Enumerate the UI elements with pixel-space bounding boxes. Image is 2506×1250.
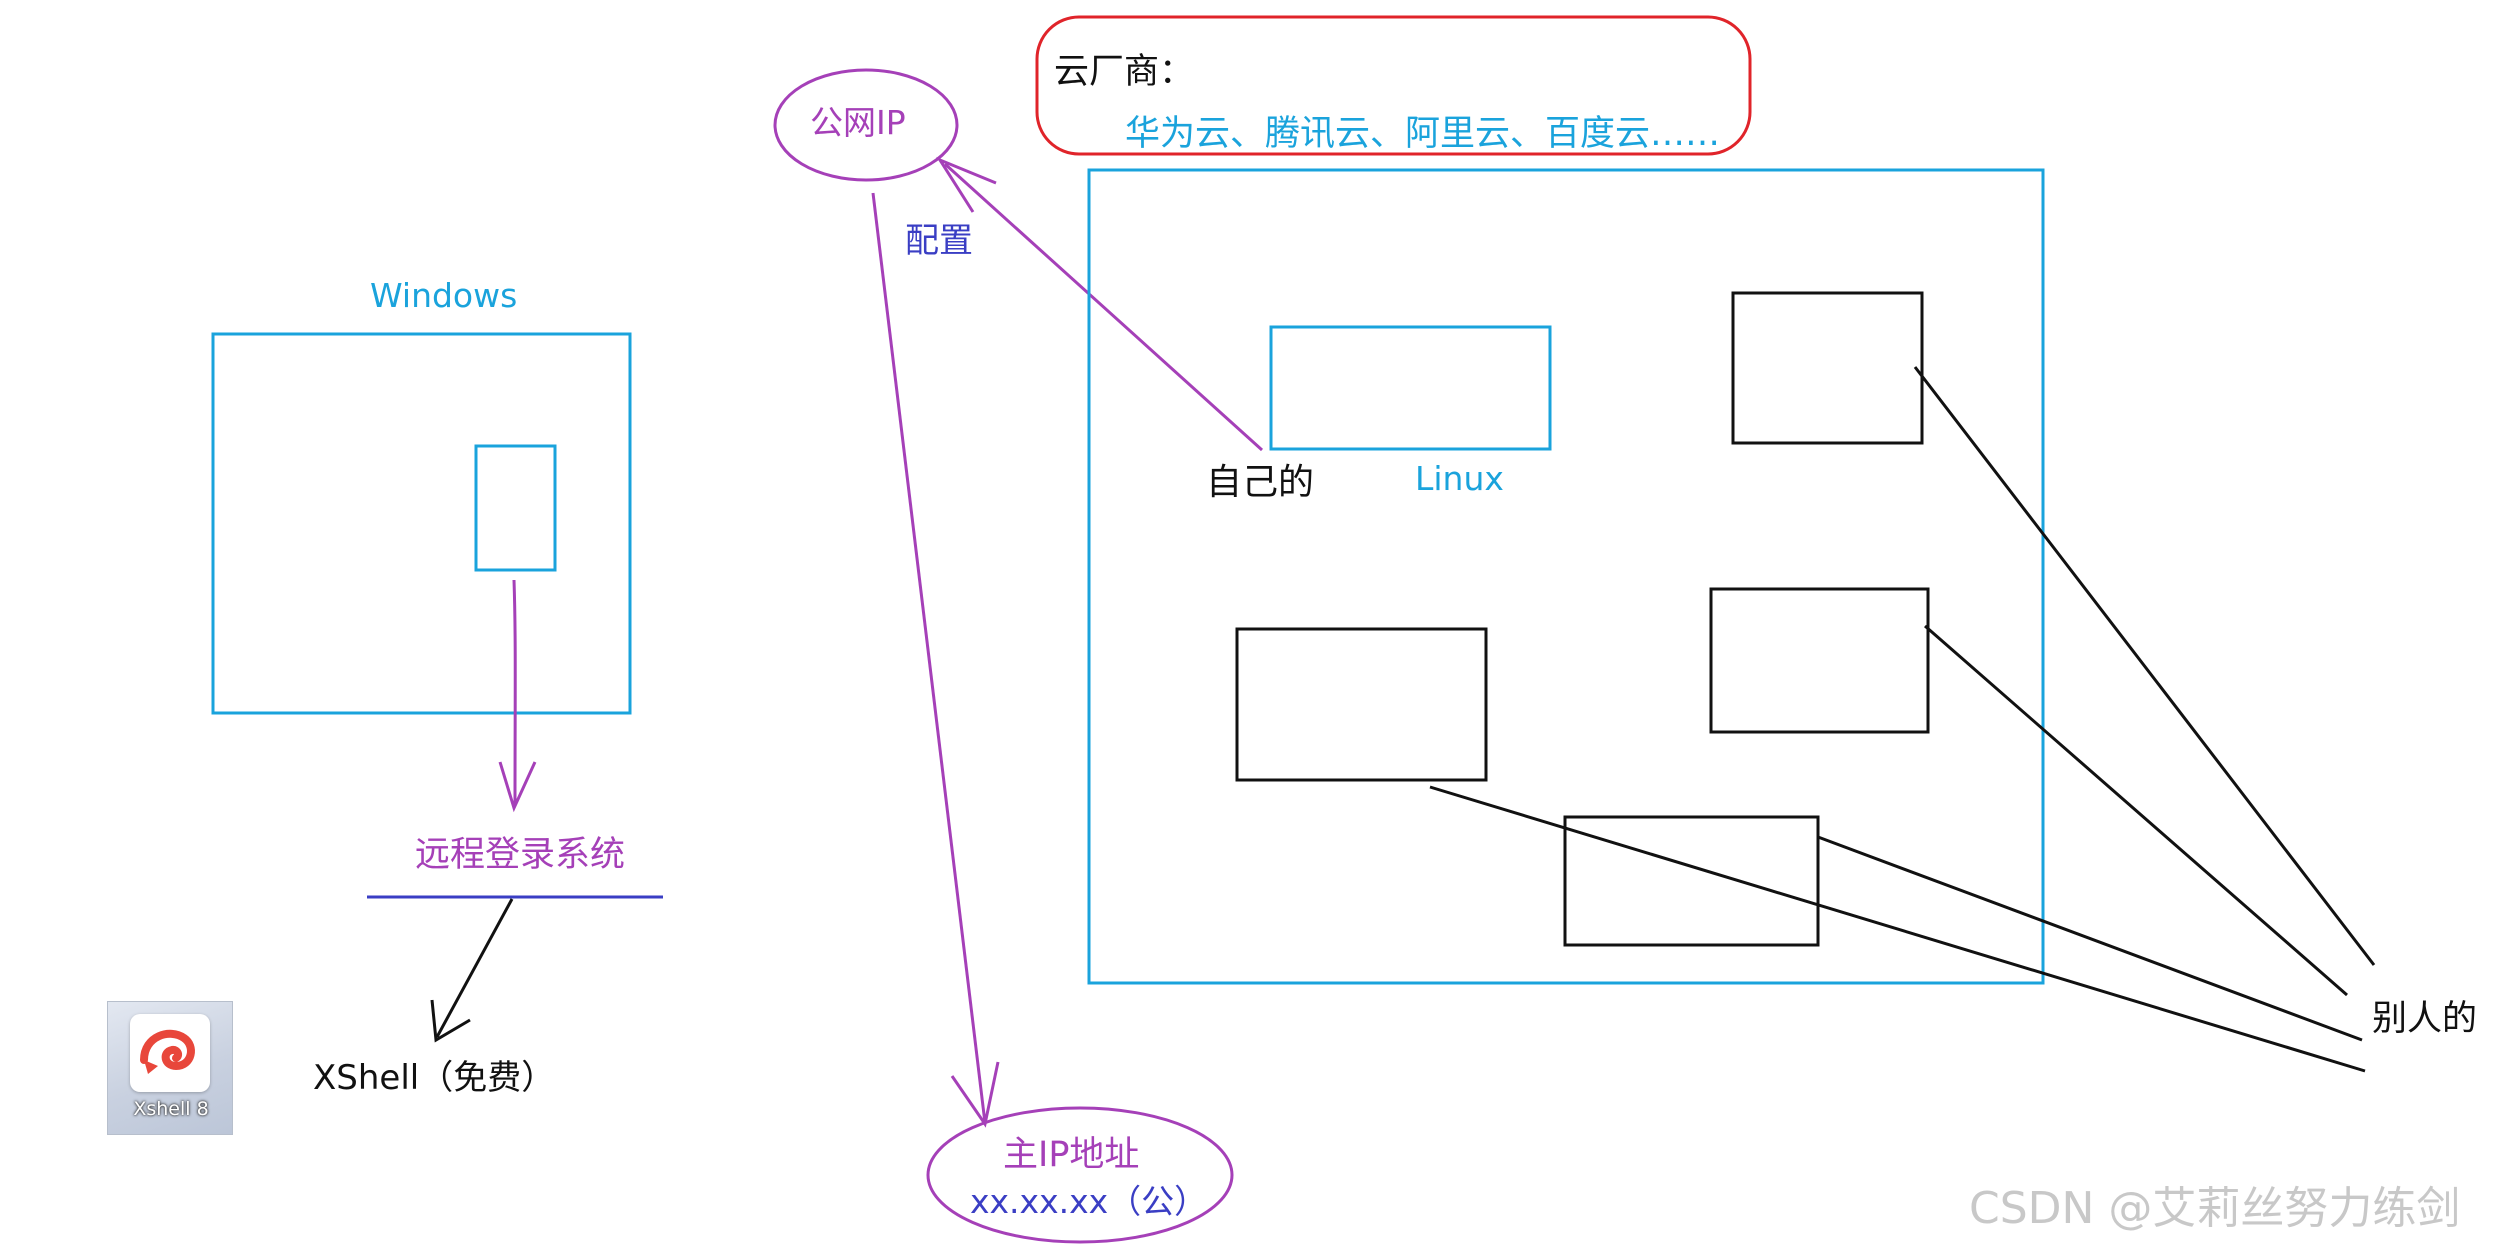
others-box-1: [1731, 291, 1924, 445]
arrow-to-xshell: [435, 898, 514, 1038]
xshell-app-icon[interactable]: Xshell 8: [107, 1001, 233, 1135]
arrow-own-to-public-ip: [943, 162, 1264, 452]
arrowhead-main-ip: [950, 1061, 1000, 1128]
shell-logo-icon: [140, 1029, 195, 1074]
own-linux-box: [1269, 325, 1552, 451]
windows-inner-box: [474, 444, 557, 572]
config-label: 配置: [905, 221, 973, 261]
arrow-public-ip-to-main-ip: [871, 192, 987, 1124]
windows-box: [211, 332, 632, 715]
xshell-icon-caption: Xshell 8: [133, 1098, 209, 1120]
xshell-shell-icon: [130, 1014, 210, 1092]
xshell-label: XShell（免费）: [313, 1058, 556, 1098]
others-box-4: [1563, 815, 1820, 947]
cloud-vendor-list: 华为云、腾讯云、阿里云、百度云……: [1125, 114, 1721, 154]
others-line-4: [1429, 785, 2366, 1073]
arrow-windows-to-remote-login: [512, 579, 517, 806]
others-line-1: [1913, 366, 2376, 966]
cloud-datacenter-box: [1087, 168, 2045, 985]
windows-label: Windows: [370, 276, 518, 315]
arrowhead-remote-login: [498, 761, 537, 813]
csdn-watermark: CSDN @艾莉丝努力练剑: [1969, 1183, 2461, 1234]
arrowhead-xshell: [430, 999, 471, 1043]
others-box-2: [1709, 587, 1930, 734]
public-ip-label: 公网IP: [810, 103, 906, 142]
others-line-2: [1924, 624, 2348, 997]
others-box-3: [1235, 627, 1488, 782]
public-ip-ellipse: [773, 68, 959, 182]
arrowhead-public-ip: [936, 156, 997, 213]
main-ip-label: 主IP地址: [1003, 1135, 1140, 1175]
others-label: 别人的: [2372, 999, 2478, 1039]
others-line-3: [1817, 835, 2363, 1042]
linux-label: Linux: [1415, 459, 1504, 498]
cloud-vendor-title: 云厂商：: [1054, 52, 1195, 92]
main-ip-value: xx.xx.xx（公）: [970, 1182, 1208, 1221]
cloud-vendor-box: [1035, 15, 1752, 156]
remote-login-label: 远程登录系统: [415, 835, 626, 875]
main-ip-ellipse: [926, 1106, 1234, 1244]
own-label: 自己的: [1206, 462, 1315, 503]
